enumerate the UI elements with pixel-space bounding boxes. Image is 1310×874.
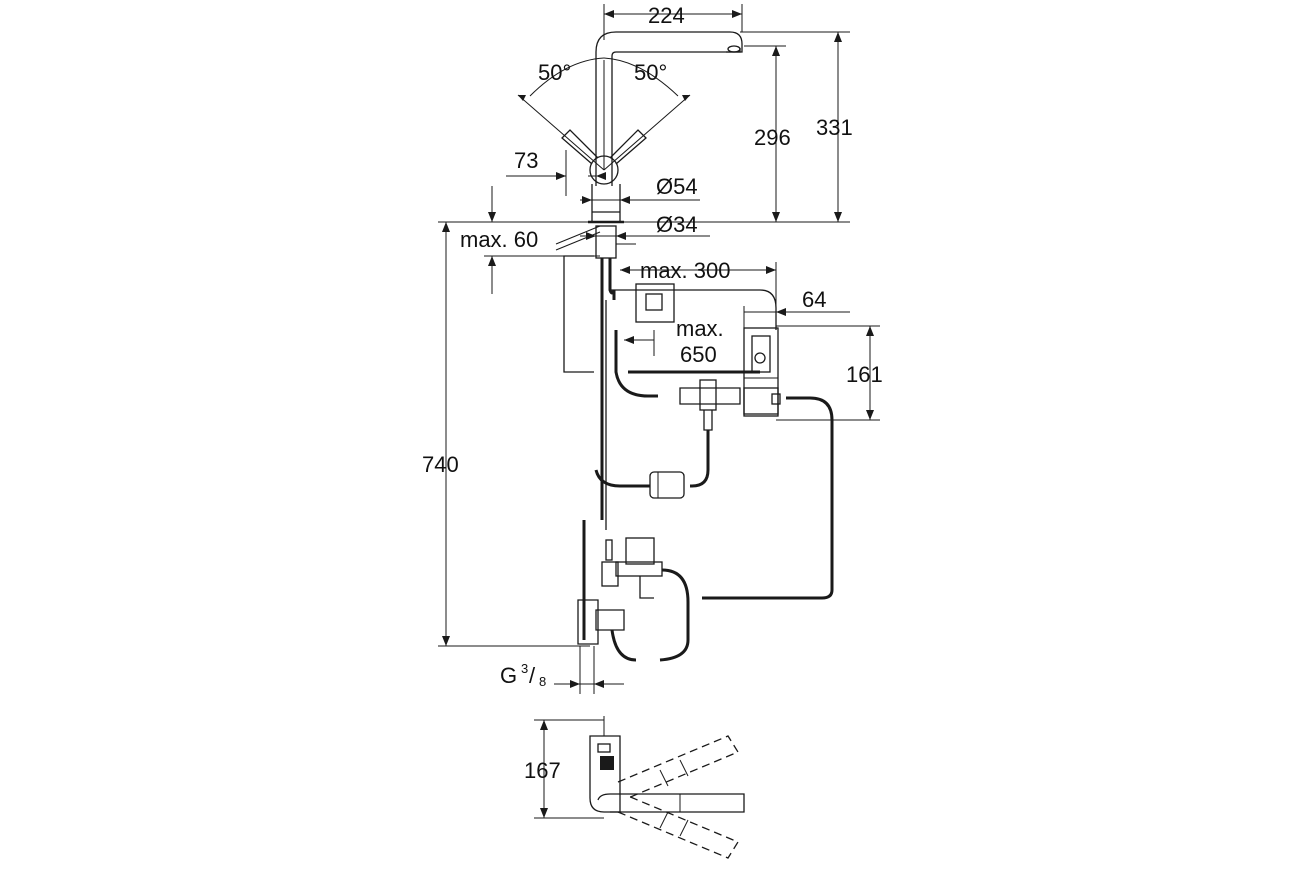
side-view [589,716,745,859]
label-angle-right: 50° [634,60,667,85]
label-box-width: 64 [802,287,826,312]
label-hose-length-1: max. [676,316,724,341]
label-hose-length-2: 650 [680,342,717,367]
under-sink-assembly [563,255,834,662]
label-box-height: 161 [846,362,883,387]
label-angle-left: 50° [538,60,571,85]
label-spout-reach: 224 [648,3,685,28]
label-base-diameter: Ø34 [656,212,698,237]
dimension-lines [438,4,880,819]
label-overall-height: 331 [816,115,853,140]
label-max-thickness: max. 60 [460,227,538,252]
label-thread-g: G [500,663,517,688]
angle-indicators [517,57,691,171]
label-box-distance: max. 300 [640,258,731,283]
label-thread-denominator: 8 [539,674,546,689]
label-spout-height: 296 [754,125,791,150]
label-side-height: 167 [524,758,561,783]
label-thread-slash: / [529,663,536,688]
label-total-length: 740 [422,452,459,477]
label-thread-numerator: 3 [521,661,528,676]
label-body-diameter: Ø54 [656,174,698,199]
label-lever-length: 73 [514,148,538,173]
